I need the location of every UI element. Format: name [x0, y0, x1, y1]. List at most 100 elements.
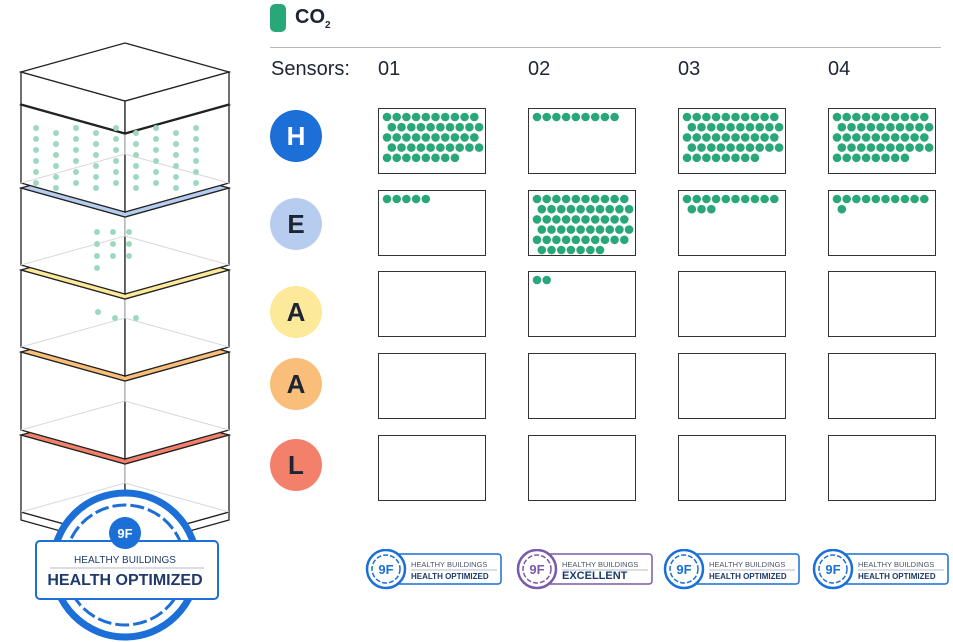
- co2-dot: [600, 235, 610, 245]
- co2-dot: [610, 215, 619, 224]
- co2-dot: [697, 143, 706, 152]
- co2-dot: [552, 112, 561, 122]
- badge-line1: HEALTHY BUILDINGS: [858, 560, 934, 569]
- co2-dot: [692, 112, 701, 122]
- co2-dot: [852, 153, 861, 163]
- co2-dot: [900, 112, 910, 122]
- sensor-cell-r1-c3: [678, 108, 786, 174]
- header-divider: [270, 47, 941, 48]
- co2-dot: [910, 112, 919, 122]
- co2-dot: [382, 112, 392, 122]
- co2-dot: [871, 153, 881, 163]
- co2-dot: [402, 194, 411, 204]
- co2-dot: [557, 204, 566, 214]
- co2-dot: [726, 143, 735, 152]
- sensor-cell-r3-c1: [378, 271, 486, 337]
- co2-dot: [581, 235, 590, 245]
- co2-dot: [842, 112, 851, 122]
- co2-dot: [711, 153, 721, 163]
- co2-dot: [702, 112, 711, 122]
- co2-dot: [590, 194, 600, 204]
- co2-dot: [861, 153, 871, 163]
- co2-dot: [586, 225, 595, 234]
- sensor-cell-r1-c4: [828, 108, 936, 174]
- co2-dot: [750, 194, 760, 204]
- co2-dot: [837, 143, 847, 152]
- co2-dot: [716, 122, 726, 132]
- co2-particle-cloud: [33, 125, 199, 321]
- sensors-label: Sensors:: [271, 58, 350, 80]
- co2-dot: [624, 204, 634, 214]
- co2-dot: [460, 112, 469, 122]
- sensor-cell-r4-c4: [828, 353, 936, 419]
- co2-dot: [392, 194, 401, 204]
- co2-dot: [750, 153, 760, 163]
- sensor-label-1: 01: [378, 58, 401, 80]
- badge-brand-logo: 9F: [529, 562, 544, 577]
- co2-dot: [382, 194, 392, 204]
- co2-dot: [910, 194, 919, 204]
- co2-dot: [557, 245, 566, 255]
- co2-dot: [542, 112, 551, 122]
- co2-dot: [832, 153, 842, 163]
- co2-dot: [576, 204, 585, 214]
- seal-brand-logo: 9F: [117, 526, 132, 541]
- co2-dot: [731, 153, 740, 163]
- roof-slab: [18, 42, 232, 134]
- co2-dot: [532, 215, 542, 224]
- metric-color-swatch: [270, 4, 286, 32]
- co2-dot: [770, 194, 779, 204]
- co2-dot: [711, 194, 721, 204]
- co2-dot: [770, 133, 779, 142]
- co2-dot: [774, 122, 784, 132]
- co2-dot: [571, 215, 581, 224]
- sensor-cell-r1-c2: [528, 108, 636, 174]
- badge-line1: HEALTHY BUILDINGS: [411, 560, 487, 569]
- co2-dot: [915, 143, 924, 152]
- seal-line2: HEALTH OPTIMIZED: [47, 572, 202, 589]
- co2-dot: [920, 194, 929, 204]
- co2-dot: [402, 153, 411, 163]
- co2-dot: [697, 122, 706, 132]
- co2-dot: [595, 245, 605, 255]
- co2-dot: [605, 225, 614, 234]
- co2-dot: [421, 133, 431, 142]
- co2-dot: [436, 143, 445, 152]
- level-circle-3: A: [270, 286, 322, 338]
- co2-dot: [571, 235, 581, 245]
- sensor-cell-r2-c4: [828, 190, 936, 256]
- co2-dot: [861, 112, 871, 122]
- co2-dot: [832, 194, 842, 204]
- co2-dot: [924, 143, 934, 152]
- co2-dot: [620, 194, 629, 204]
- sensor-cell-r1-c1: [378, 108, 486, 174]
- sensor-cell-r5-c3: [678, 435, 786, 501]
- co2-dot: [702, 194, 711, 204]
- co2-dot: [847, 122, 856, 132]
- co2-dot: [561, 194, 571, 204]
- sensor-cell-r5-c4: [828, 435, 936, 501]
- badge-brand-logo: 9F: [825, 562, 840, 577]
- co2-dot: [721, 153, 731, 163]
- co2-dot: [532, 112, 542, 122]
- co2-dot: [566, 204, 576, 214]
- co2-dot: [842, 133, 851, 142]
- co2-dot: [721, 133, 731, 142]
- co2-dot: [610, 194, 619, 204]
- co2-dot: [382, 133, 392, 142]
- co2-dot: [900, 153, 910, 163]
- level-circle-5: L: [270, 439, 322, 491]
- co2-dot: [721, 194, 731, 204]
- co2-dot: [716, 143, 726, 152]
- co2-dot: [876, 122, 885, 132]
- co2-dot: [682, 112, 692, 122]
- co2-dot: [411, 133, 421, 142]
- co2-dot: [721, 112, 731, 122]
- co2-dot: [731, 112, 740, 122]
- co2-dot: [387, 122, 397, 132]
- co2-dot: [881, 133, 890, 142]
- sensor-label-2: 02: [528, 58, 551, 80]
- co2-dot: [455, 143, 464, 152]
- co2-dot: [586, 245, 595, 255]
